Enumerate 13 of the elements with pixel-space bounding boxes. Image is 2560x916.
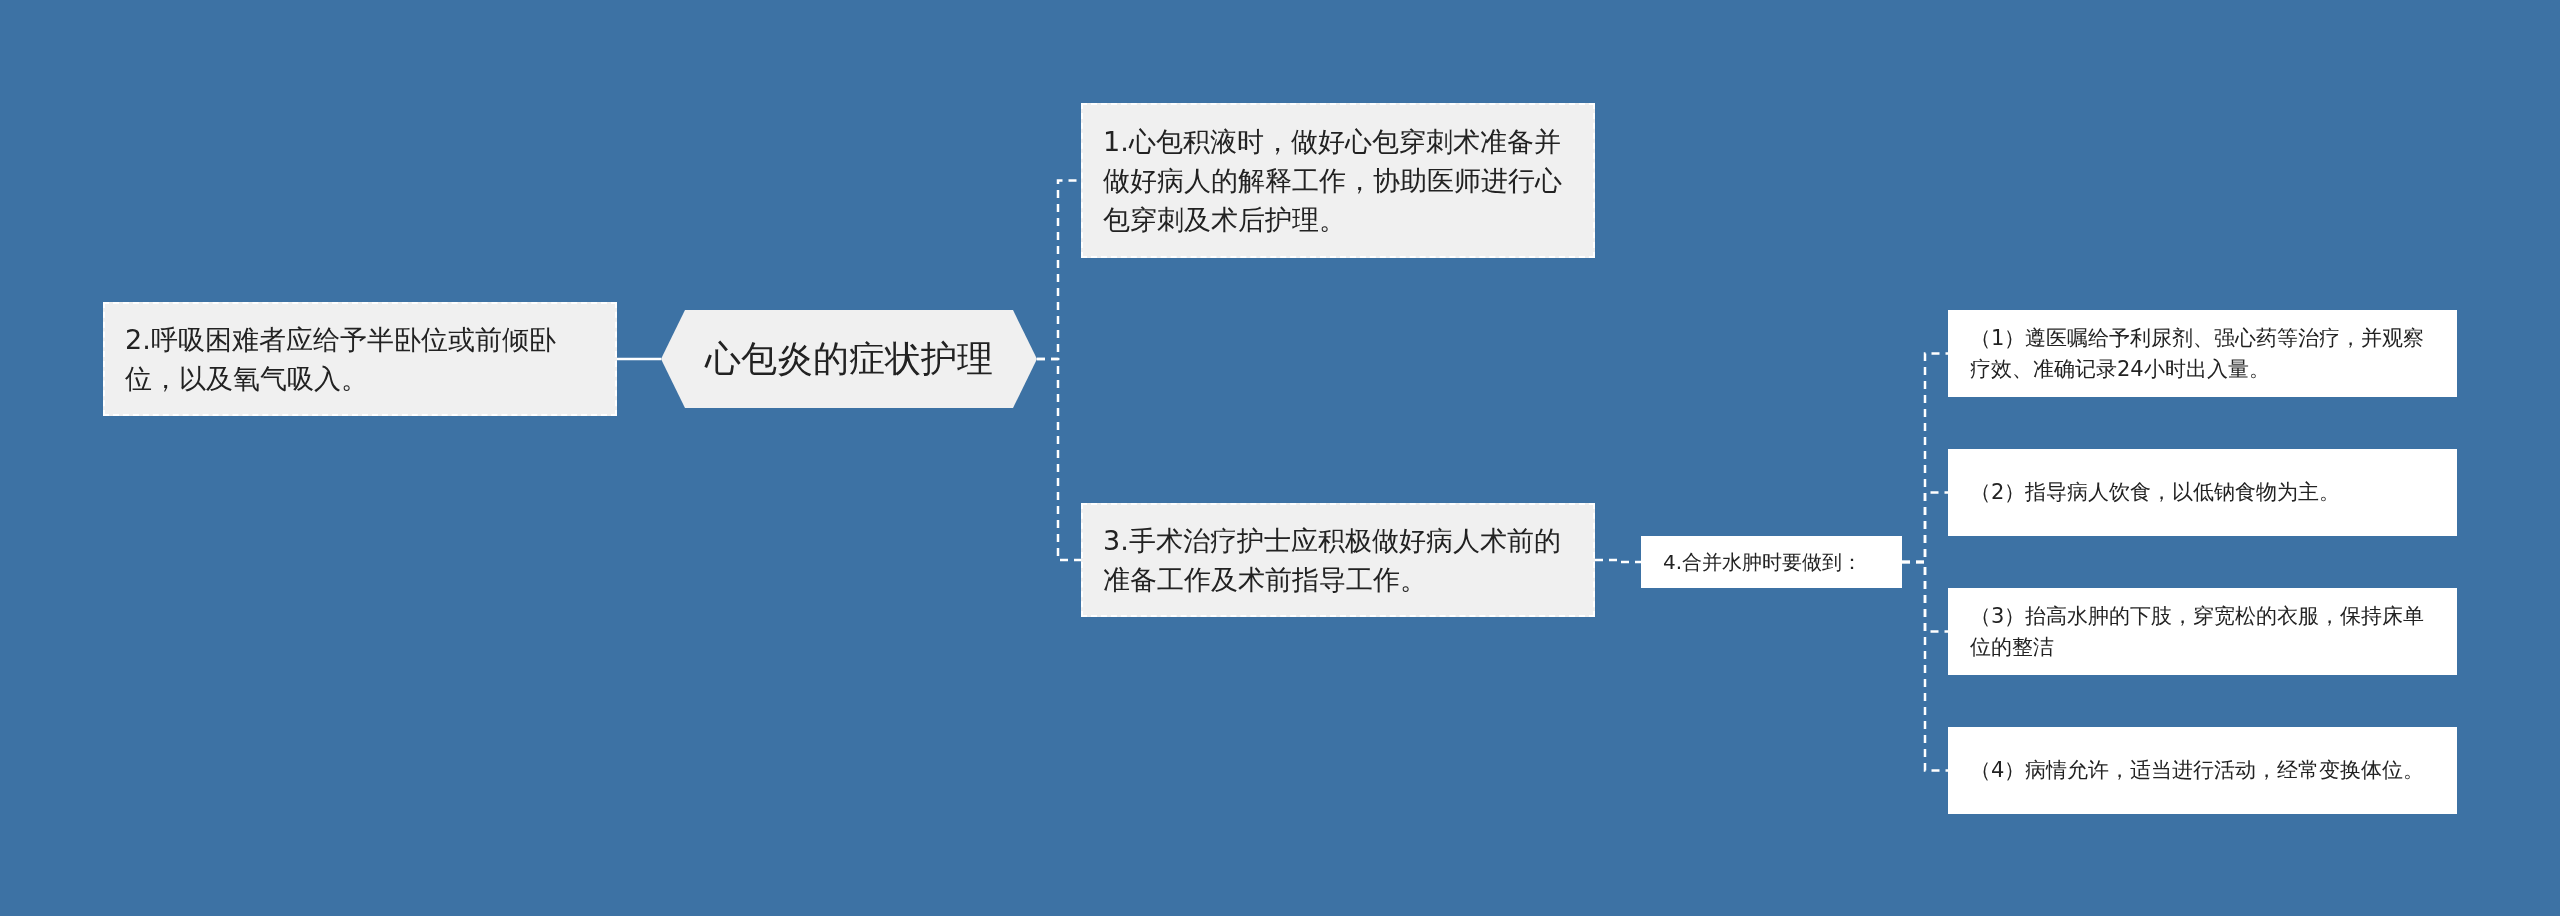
topic-box: 1.心包积液时，做好心包穿刺术准备并做好病人的解释工作，协助医师进行心包穿刺及术后护理。 [1081,103,1595,258]
topic-box: （1）遵医嘱给予利尿剂、强心药等治疗，并观察疗效、准确记录24小时出入量。 [1948,310,2457,397]
topic-box: 2.呼吸困难者应给予半卧位或前倾卧位，以及氧气吸入。 [103,302,617,416]
topic-box: （4）病情允许，适当进行活动，经常变换体位。 [1948,727,2457,814]
topic-box: 4.合并水肿时要做到： [1641,536,1902,588]
connector-line [1037,357,1081,562]
topic-box: 3.手术治疗护士应积极做好病人术前的准备工作及术前指导工作。 [1081,503,1595,617]
topic-box: （3）抬高水肿的下肢，穿宽松的衣服，保持床单位的整洁 [1948,588,2457,675]
topic-box: （2）指导病人饮食，以低钠食物为主。 [1948,449,2457,536]
connector-line [617,357,661,361]
connector-line [1595,558,1641,564]
topic-hexagon: 心包炎的症状护理 [661,310,1037,408]
connector-line [1902,560,1948,772]
